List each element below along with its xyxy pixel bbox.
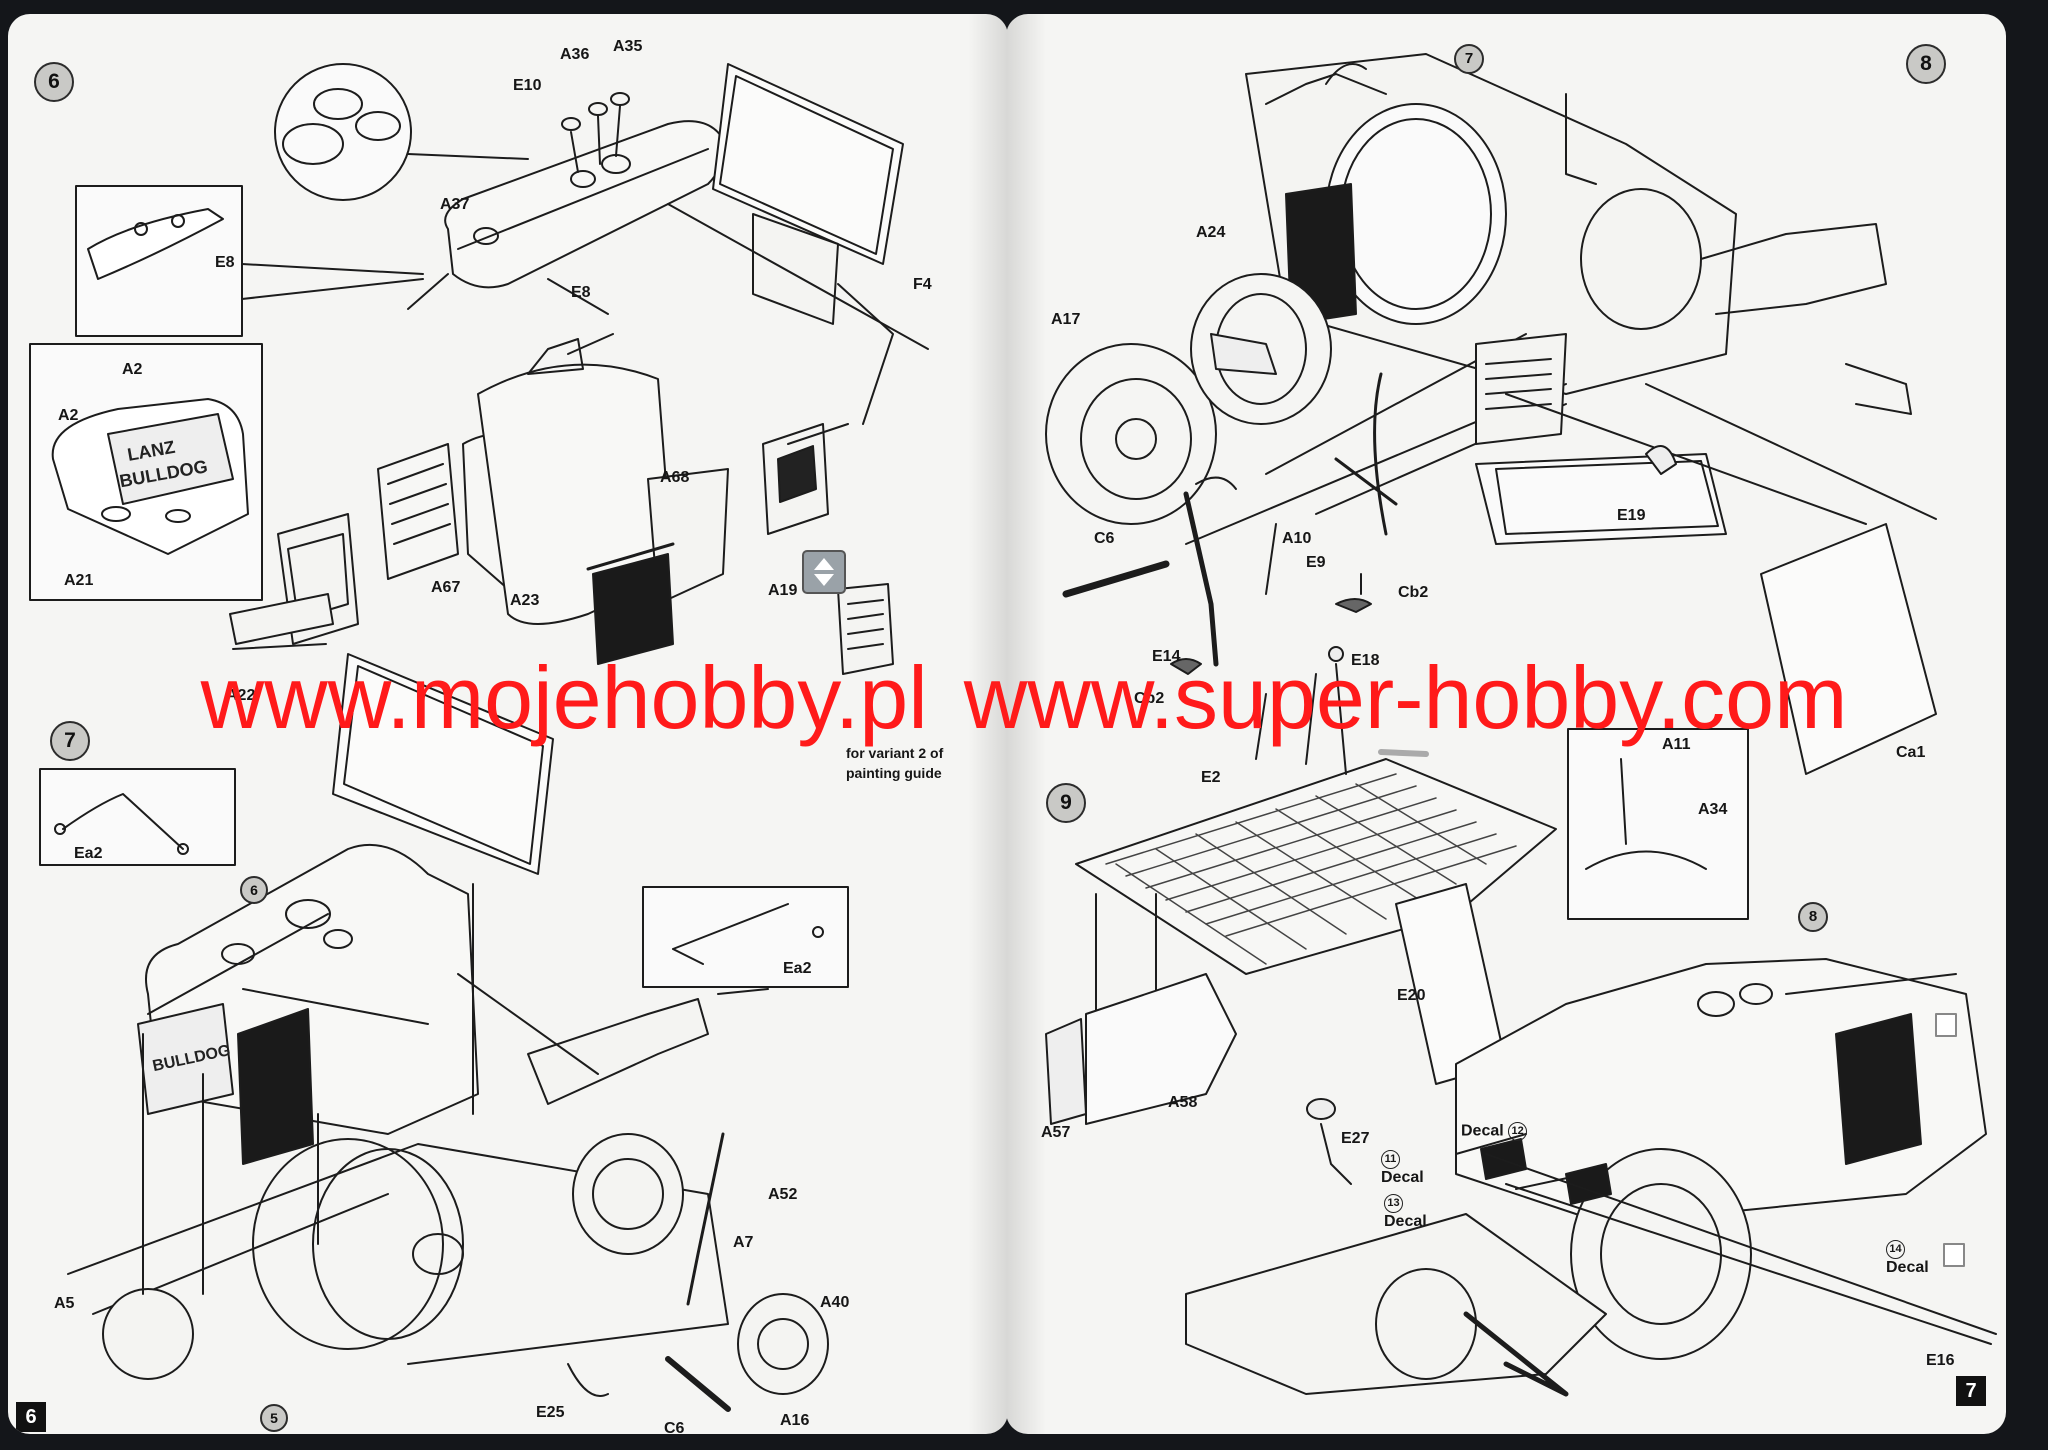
- part-label-a36: A36: [560, 46, 590, 63]
- part-label-a10: A10: [1282, 530, 1312, 547]
- decal-word: Decal: [1384, 1213, 1427, 1230]
- instruction-page-right: 8 9 7 A24 A17 C6 E14 Cb2 A10 E9 Cb2 E19 …: [1006, 14, 2006, 1434]
- part-label-a11: A11: [1662, 736, 1691, 753]
- part-label-a2-left: A2: [58, 407, 79, 424]
- decal-number-13: 13: [1384, 1194, 1403, 1213]
- step-6-badge: 6: [34, 62, 74, 102]
- part-label-ca1: Ca1: [1896, 744, 1926, 761]
- part-label-a24: A24: [1196, 224, 1226, 241]
- decal-label-14: 14 Decal: [1886, 1240, 1929, 1277]
- decal-label-13: 13 Decal: [1384, 1194, 1427, 1231]
- part-label-a16: A16: [780, 1412, 810, 1429]
- decal-word: Decal: [1461, 1122, 1504, 1140]
- part-label-a68: A68: [660, 469, 690, 486]
- part-label-a2-top: A2: [122, 361, 143, 378]
- decal-word: Decal: [1381, 1169, 1424, 1186]
- page-number-right: 7: [1956, 1376, 1986, 1406]
- part-label-e19: E19: [1617, 507, 1646, 524]
- part-label-a57: A57: [1041, 1124, 1071, 1141]
- part-label-e27: E27: [1341, 1130, 1370, 1147]
- part-label-a34: A34: [1698, 801, 1728, 818]
- decal-label-11: 11 Decal: [1381, 1150, 1424, 1187]
- part-label-ea2-left: Ea2: [74, 845, 103, 862]
- decal-number-12: 12: [1508, 1122, 1528, 1141]
- part-label-a52: A52: [768, 1186, 798, 1203]
- step-8-badge: 8: [1906, 44, 1946, 84]
- part-label-e9: E9: [1306, 554, 1326, 571]
- part-label-a5: A5: [54, 1295, 75, 1312]
- page-number-left: 6: [16, 1402, 46, 1432]
- part-label-e8: E8: [571, 284, 591, 301]
- assembly-drawing-right: [1045, 53, 1997, 1397]
- part-label-a67: A67: [431, 579, 461, 596]
- part-label-a58: A58: [1168, 1094, 1198, 1111]
- part-label-a40: A40: [820, 1294, 850, 1311]
- assembly-drawing-left: LANZ BULLDOG: [29, 63, 929, 1412]
- part-label-e10: E10: [513, 77, 542, 94]
- decal-number-14: 14: [1886, 1240, 1905, 1259]
- variant-note-line2: painting guide: [846, 765, 942, 781]
- part-label-f4: F4: [913, 276, 932, 293]
- step7-tractor-diagram: BULLDOG: [39, 653, 849, 1412]
- part-label-c6: C6: [664, 1420, 685, 1434]
- subassembly-5-badge: 5: [260, 1404, 288, 1432]
- part-label-e8-detail: E8: [215, 254, 235, 271]
- part-label-ea2-right: Ea2: [783, 960, 812, 977]
- instruction-page-left: LANZ BULLDOG: [8, 14, 1008, 1434]
- part-label-a7: A7: [733, 1234, 754, 1251]
- part-label-a22: A22: [226, 687, 256, 704]
- subassembly-8-badge: 8: [1798, 902, 1828, 932]
- part-label-cb2: Cb2: [1398, 584, 1429, 601]
- step-7-badge: 7: [50, 721, 90, 761]
- decal-number-11: 11: [1381, 1150, 1400, 1169]
- part-label-a19: A19: [768, 582, 798, 599]
- step9-cab-diagram: [1045, 646, 1997, 1397]
- part-label-cb2-left: Cb2: [1134, 690, 1165, 707]
- part-label-a23: A23: [510, 592, 540, 609]
- part-label-a35: A35: [613, 38, 643, 55]
- subassembly-6-badge: 6: [240, 876, 268, 904]
- part-label-e16: E16: [1926, 1352, 1955, 1369]
- part-label-a21: A21: [64, 572, 94, 589]
- part-label-e2: E2: [1201, 769, 1221, 786]
- part-label-e14: E14: [1152, 648, 1181, 665]
- step8-chassis-diagram: [1045, 53, 1937, 775]
- part-label-c6: C6: [1094, 530, 1115, 547]
- decal-label-12: Decal 12: [1461, 1122, 1529, 1141]
- part-label-e20: E20: [1397, 987, 1426, 1004]
- part-label-e25: E25: [536, 1404, 565, 1421]
- variant-note-line1: for variant 2 of: [846, 745, 944, 761]
- part-label-a17: A17: [1051, 311, 1081, 328]
- part-label-a37: A37: [440, 196, 470, 213]
- step6-hood-diagram: LANZ BULLDOG: [29, 63, 929, 675]
- subassembly-7-badge: 7: [1454, 44, 1484, 74]
- part-label-e18: E18: [1351, 652, 1380, 669]
- decal-word: Decal: [1886, 1259, 1929, 1276]
- step-9-badge: 9: [1046, 783, 1086, 823]
